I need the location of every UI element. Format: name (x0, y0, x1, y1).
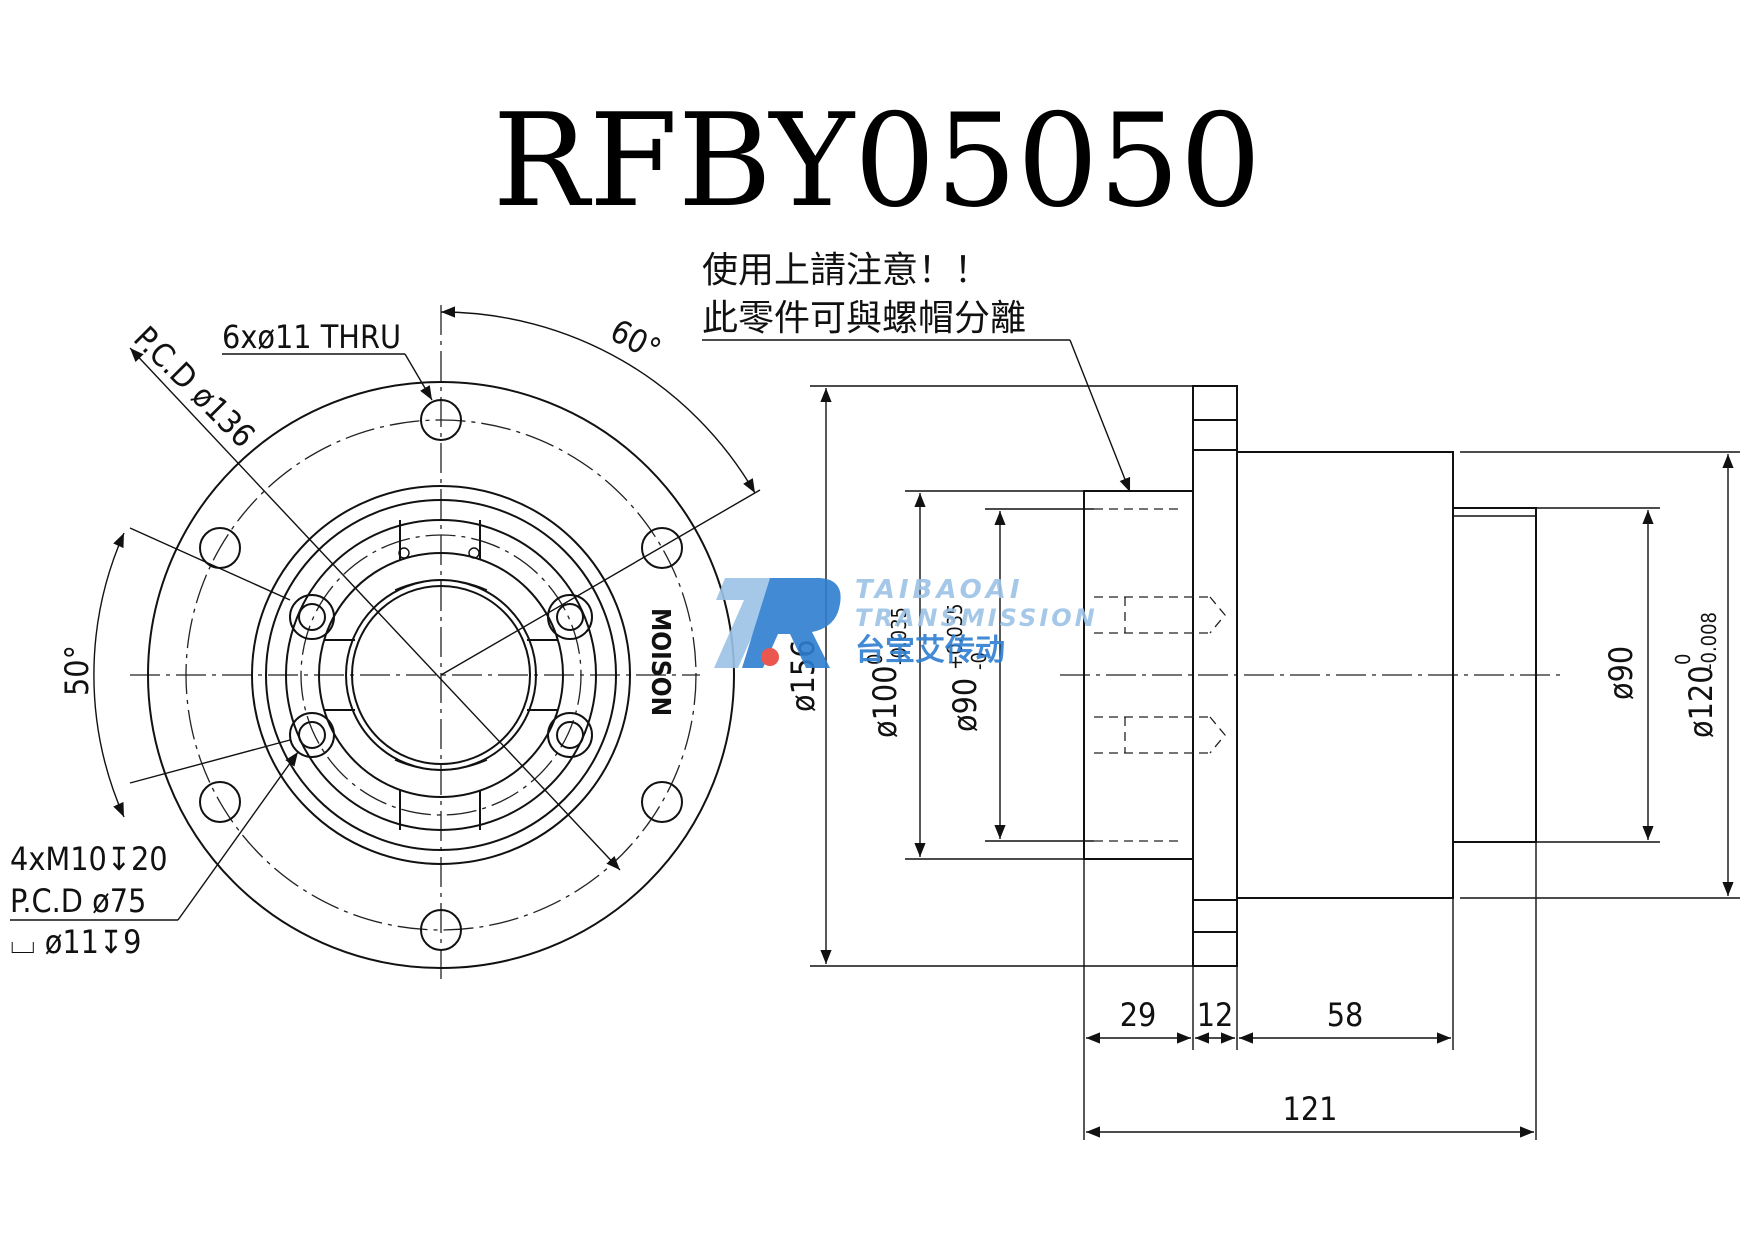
right-hub-section (1452, 507, 1537, 843)
flange-section (1192, 385, 1238, 967)
cbore-label: ⌴ ø11↧9 (10, 923, 141, 961)
angle-60-label: 60° (604, 312, 667, 370)
left-body-section (1083, 490, 1194, 860)
watermark-line-2: TRANSMISSION (855, 604, 1098, 632)
dim-58: 58 (1327, 996, 1364, 1034)
dim-12: 12 (1197, 996, 1234, 1034)
watermark-line-3: 台宝艾传动 (855, 633, 1005, 668)
dim-29: 29 (1120, 996, 1157, 1034)
usage-note: 使用上請注意！！ 此零件可與螺帽分離 (702, 250, 1131, 493)
pcd-75-label: P.C.D ø75 (10, 882, 146, 920)
brand-mark: MOISON (645, 608, 675, 716)
watermark: TAIBAOAI TRANSMISSION 台宝艾传动 (714, 575, 1098, 668)
dim-100-tol-upper: 0 (863, 654, 887, 665)
note-line-2: 此零件可與螺帽分離 (702, 298, 1026, 339)
dim-90-left: ø90 (946, 678, 984, 732)
dim-120-tol-lower: -0.008 (1697, 612, 1721, 670)
dim-100-tol-lower: -0.035 (887, 607, 911, 665)
dim-90-left-tol-upper: +0.035 (943, 603, 967, 670)
dim-120-tol-upper: 0 (1671, 654, 1695, 665)
dim-90-right: ø90 (1602, 646, 1640, 700)
watermark-logo-icon (714, 578, 841, 668)
drawing-title: RFBY05050 (493, 87, 1262, 236)
holes-callout: 6xø11 THRU (222, 318, 401, 356)
side-view: ø156 ø100 0 -0.035 ø90 +0.035 -0 ø90 ø12… (784, 385, 1740, 1140)
watermark-line-1: TAIBAOAI (855, 575, 1024, 605)
tap-label: 4xM10↧20 (10, 840, 168, 878)
angle-50-label: 50° (58, 645, 96, 696)
dim-120: ø120 (1682, 665, 1720, 738)
dim-90-left-tol-lower: -0 (967, 652, 991, 670)
tap-callout: 4xM10↧20 P.C.D ø75 ⌴ ø11↧9 (10, 751, 299, 961)
dim-121: 121 (1283, 1090, 1338, 1128)
front-view: 6xø11 THRU P.C.D ø136 60° 50° 4xM10↧20 P… (10, 305, 761, 980)
dim-100: ø100 (866, 665, 904, 738)
note-line-1: 使用上請注意！！ (702, 250, 990, 291)
